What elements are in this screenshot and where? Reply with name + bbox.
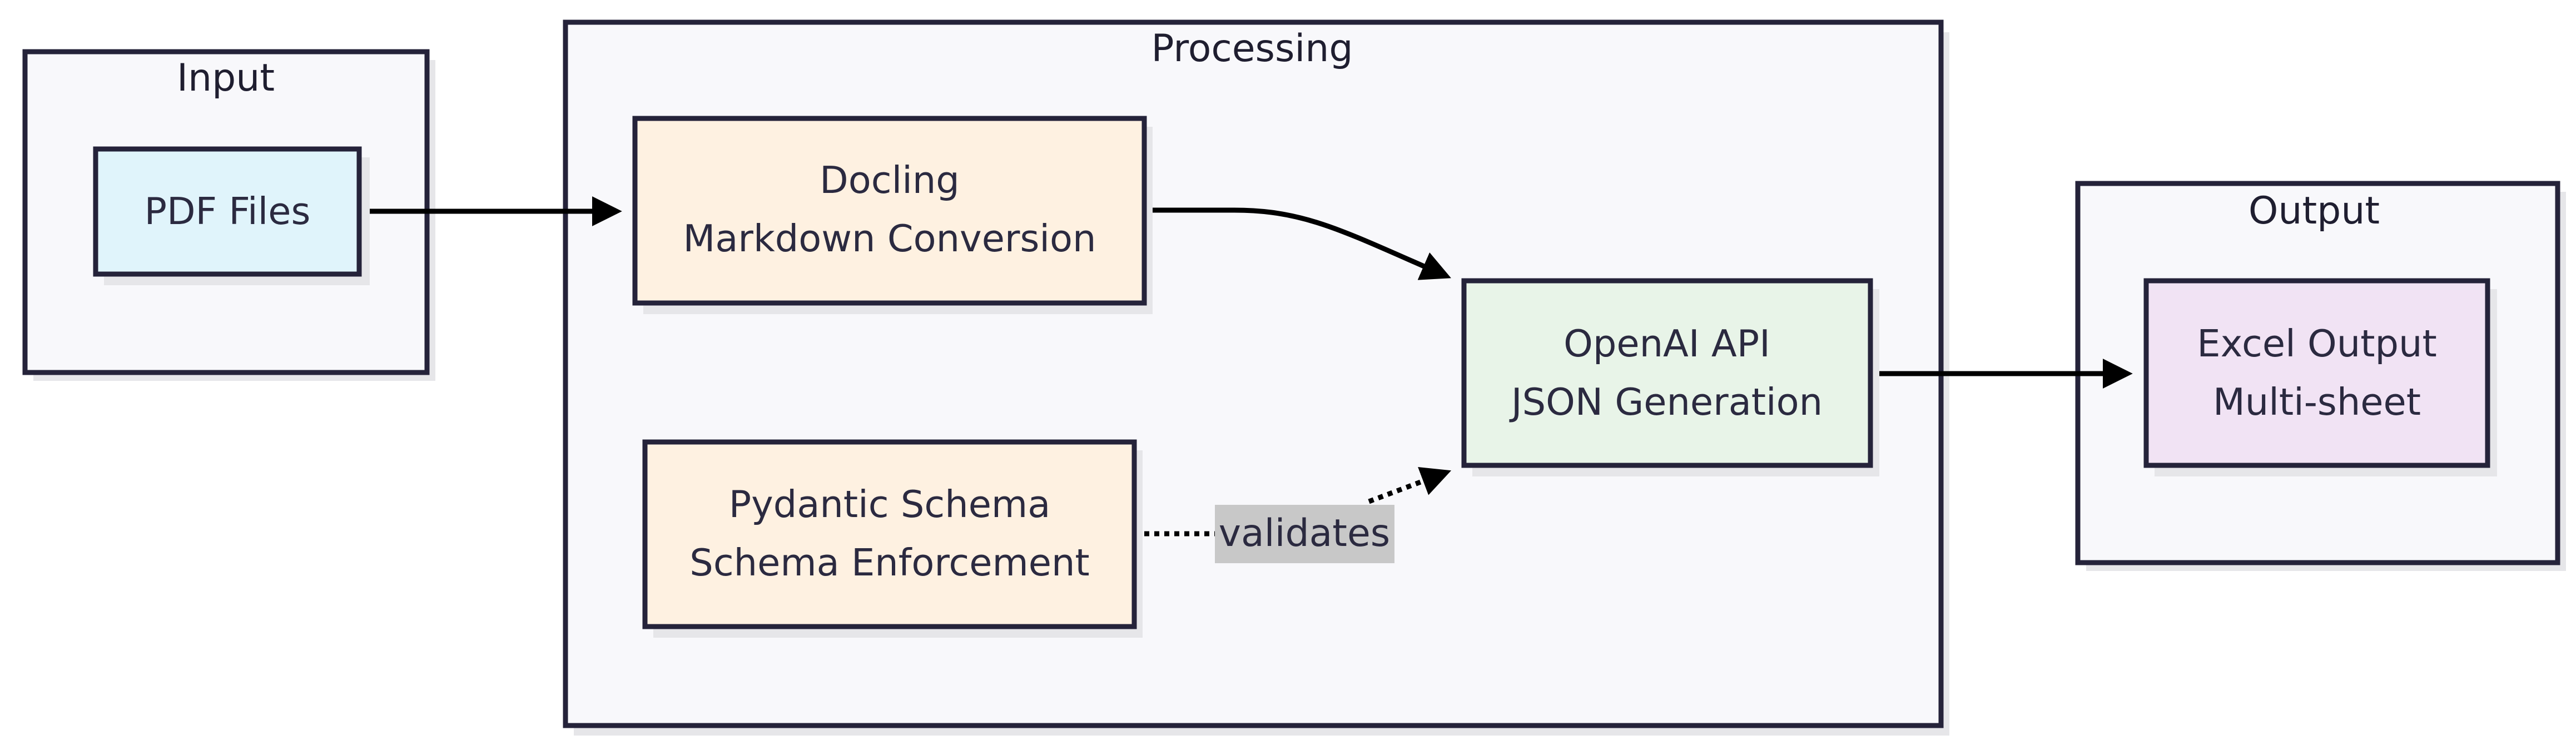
- node-docling-label-line2: Markdown Conversion: [683, 217, 1096, 260]
- node-excel-box: [2143, 278, 2490, 468]
- edge-label-validates: validates: [1219, 511, 1390, 555]
- node-excel: Excel Output Multi-sheet: [2143, 278, 2497, 476]
- node-pydantic-label-line1: Pydantic Schema: [729, 483, 1051, 526]
- node-pdf-files-box: [93, 146, 362, 277]
- node-pydantic-label-line2: Schema Enforcement: [689, 541, 1089, 584]
- node-openai-box: [1461, 278, 1873, 468]
- node-openai-label-line2: JSON Generation: [1509, 380, 1823, 424]
- node-pdf-files: PDF Files: [93, 146, 370, 285]
- cluster-input-title: Input: [177, 56, 275, 100]
- edge-pydantic-to-openai: validates: [1134, 466, 1452, 563]
- node-docling-box: [632, 116, 1147, 306]
- cluster-output-title: Output: [2249, 189, 2380, 233]
- node-excel-label-line2: Multi-sheet: [2213, 380, 2421, 424]
- node-openai: OpenAI API JSON Generation: [1461, 278, 1879, 476]
- node-excel-label-line1: Excel Output: [2197, 322, 2437, 365]
- node-docling-label-line1: Docling: [820, 158, 960, 202]
- cluster-processing-title: Processing: [1151, 27, 1353, 71]
- node-pydantic-box: [642, 439, 1137, 629]
- edge-docling-to-openai: [1145, 207, 1451, 280]
- node-pdf-files-label: PDF Files: [145, 190, 311, 233]
- edge-label-background: [1215, 505, 1394, 563]
- node-openai-label-line1: OpenAI API: [1564, 322, 1770, 365]
- node-pydantic: Pydantic Schema Schema Enforcement: [642, 439, 1143, 638]
- node-docling: Docling Markdown Conversion: [632, 116, 1153, 314]
